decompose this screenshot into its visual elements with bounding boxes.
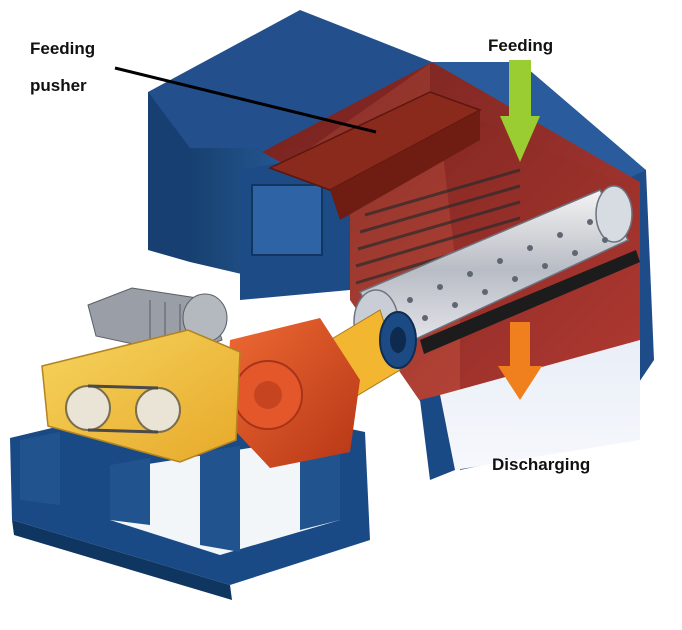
feeding-pusher-leader-line <box>114 66 377 134</box>
feeding-arrow-icon <box>500 60 540 162</box>
discharging-label: Discharging <box>492 455 591 474</box>
feeding-label: Feeding <box>488 36 554 55</box>
feeding-pusher-label-line2: pusher <box>30 76 87 95</box>
gearbox <box>225 318 360 468</box>
coupling <box>329 309 417 401</box>
feeding-pusher-label-line1: Feeding <box>30 39 96 58</box>
discharging-arrow-icon <box>498 322 542 400</box>
belt-guard <box>41 329 241 463</box>
cutting-chamber <box>262 62 640 480</box>
